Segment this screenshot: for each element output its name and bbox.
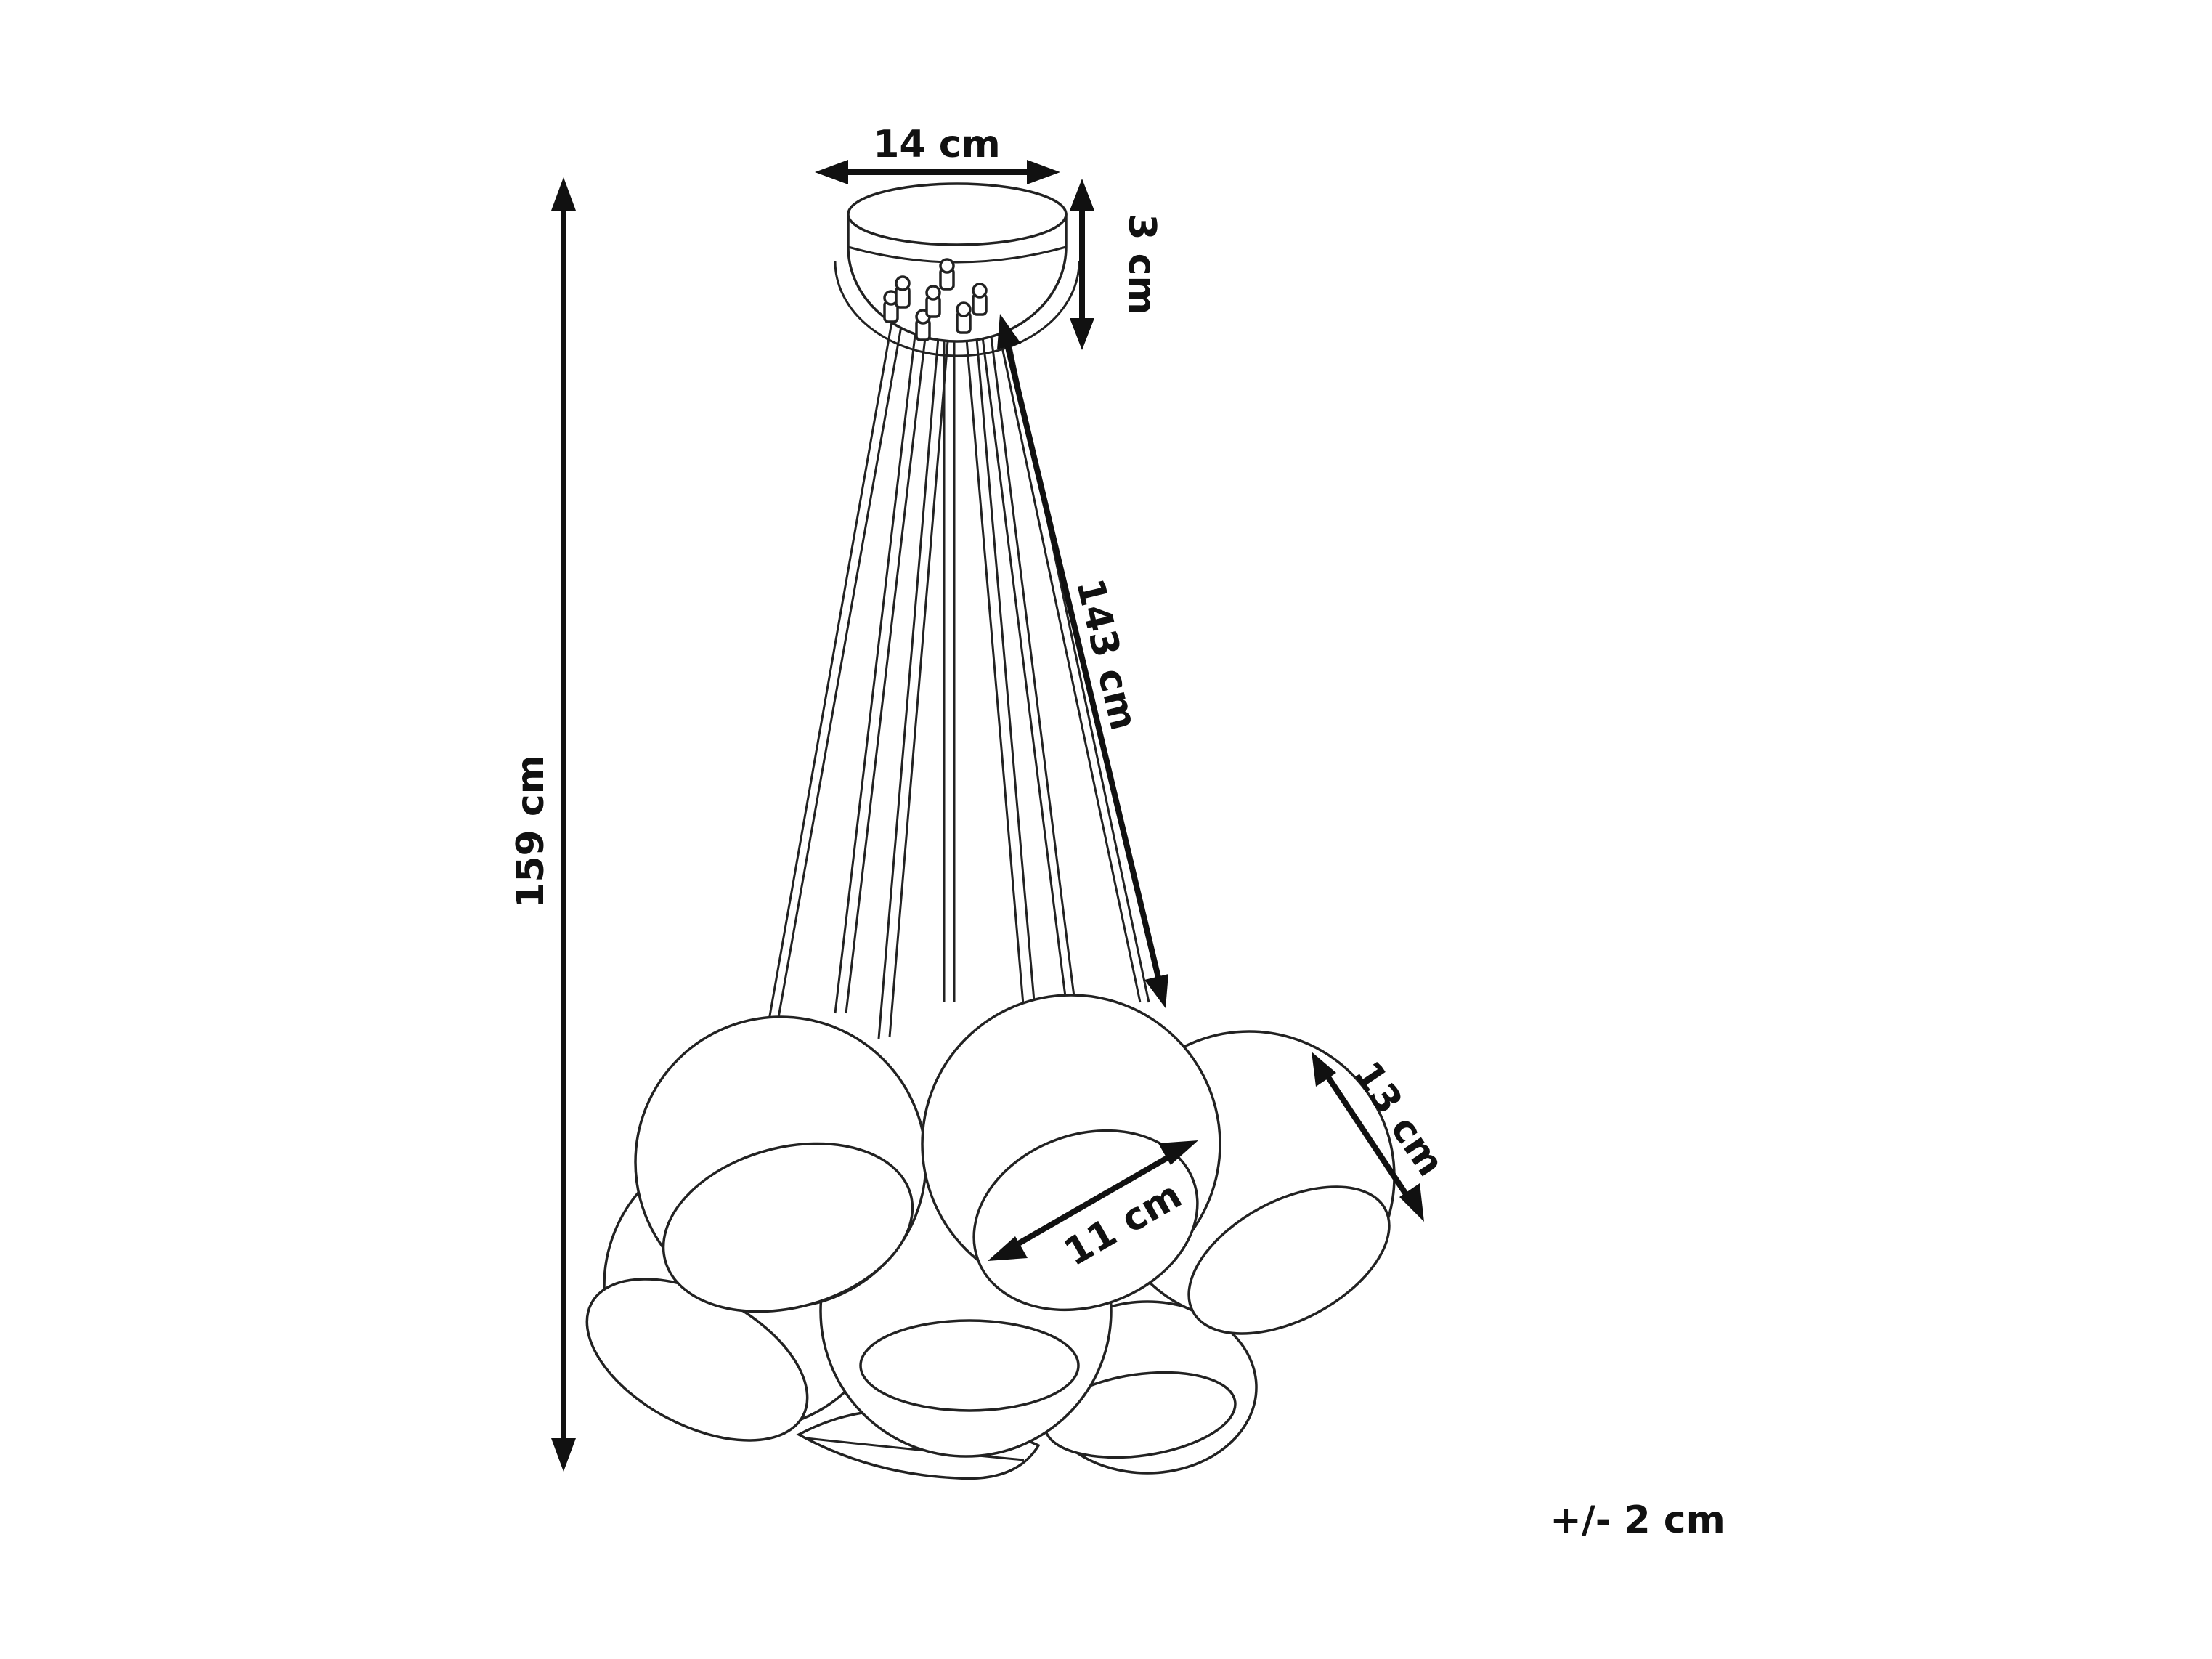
label-tolerance: +/- 2 cm [1550, 1498, 1725, 1542]
socket-2 [895, 275, 911, 309]
dimension-canopy-width [815, 160, 1060, 184]
socket-6 [956, 301, 972, 334]
dimension-shade-height [1312, 1052, 1424, 1222]
shade-bottom-right [1037, 1300, 1258, 1475]
dimension-shade-opening [988, 1140, 1198, 1261]
ceiling-canopy [834, 182, 1081, 357]
shade-upper-left [634, 1015, 927, 1313]
suspension-cables [767, 312, 1150, 1039]
label-canopy-height: 3 cm [1120, 214, 1163, 315]
dimension-cable-length [997, 314, 1168, 1008]
globe-shades [585, 994, 1396, 1480]
label-canopy-width: 14 cm [873, 123, 1000, 166]
socket-4 [925, 285, 941, 318]
dimension-canopy-height [1070, 179, 1094, 350]
shade-upper-right [921, 994, 1221, 1312]
dimension-lines [551, 160, 1424, 1472]
dimension-total-height [551, 177, 576, 1472]
socket-connectors [883, 258, 988, 341]
socket-1 [883, 290, 899, 323]
label-total-height: 159 cm [509, 755, 553, 909]
pendant-lamp-drawing [585, 182, 1396, 1480]
socket-7 [972, 283, 988, 316]
socket-5 [939, 258, 955, 291]
